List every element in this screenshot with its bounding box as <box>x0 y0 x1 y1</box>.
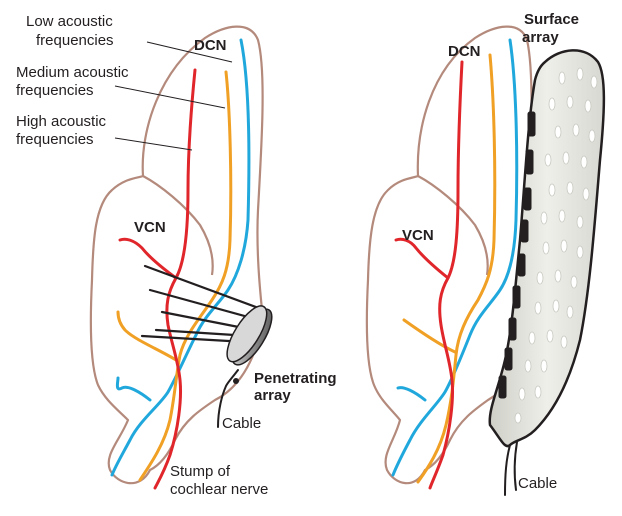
vcn-boundary-left <box>142 175 214 276</box>
surface-array-contact-pads <box>514 67 598 424</box>
medium-frequency-label-line1: Medium acoustic <box>16 64 129 81</box>
vcn-boundary-right <box>417 175 489 276</box>
medium-frequency-branch-right <box>402 318 457 354</box>
cable-wire-right <box>504 444 511 496</box>
medium-frequency-fiber-right <box>416 53 497 484</box>
low-frequency-branch-right <box>396 386 427 402</box>
low-frequency-label-line1: Low acoustic <box>26 13 113 30</box>
high-frequency-branch-right <box>394 237 450 280</box>
medium-frequency-label-line2: frequencies <box>16 82 94 99</box>
surface-array-electrodes <box>498 111 536 399</box>
low-frequency-branch-left <box>115 376 152 402</box>
medium-frequency-fiber-left <box>138 70 233 482</box>
cable-label-right: Cable <box>518 475 557 492</box>
high-frequency-fiber-right <box>428 60 464 490</box>
high-frequency-fiber-left <box>153 68 197 490</box>
cable-wire-right-2 <box>513 441 518 491</box>
leader-high-frequency <box>114 137 193 151</box>
stump-label-line1: Stump of <box>170 463 231 480</box>
high-frequency-label-line2: frequencies <box>16 131 94 148</box>
surface-array <box>488 49 606 496</box>
left-panel-penetrating <box>89 25 273 490</box>
high-frequency-branch-left <box>118 237 178 280</box>
stump-label-line2: cochlear nerve <box>170 481 268 498</box>
penetrating-array-label-line2: array <box>254 387 291 404</box>
cable-wire-left <box>217 369 239 428</box>
dcn-label-left: DCN <box>194 37 227 54</box>
penetrating-array-disc <box>226 305 273 366</box>
surface-array-label-line1: Surface <box>524 11 579 28</box>
low-frequency-fiber-right <box>391 38 519 477</box>
leader-low-frequency <box>146 41 233 63</box>
cable-connector-left <box>233 378 239 384</box>
vcn-label-right: VCN <box>402 227 434 244</box>
penetrating-array-label-line1: Penetrating <box>254 370 337 387</box>
low-frequency-label-line2: frequencies <box>36 32 114 49</box>
high-frequency-label-line1: High acoustic <box>16 113 107 130</box>
low-frequency-fiber-left <box>110 38 251 477</box>
surface-array-label-line2: array <box>522 29 559 46</box>
medium-frequency-branch-left <box>116 310 178 362</box>
vcn-label-left: VCN <box>134 219 166 236</box>
dcn-label-right: DCN <box>448 43 481 60</box>
right-panel-surface <box>365 25 606 496</box>
cable-label-left: Cable <box>222 415 261 432</box>
leader-medium-frequency <box>114 85 226 109</box>
cochlear-nucleus-outline-left <box>89 25 264 485</box>
